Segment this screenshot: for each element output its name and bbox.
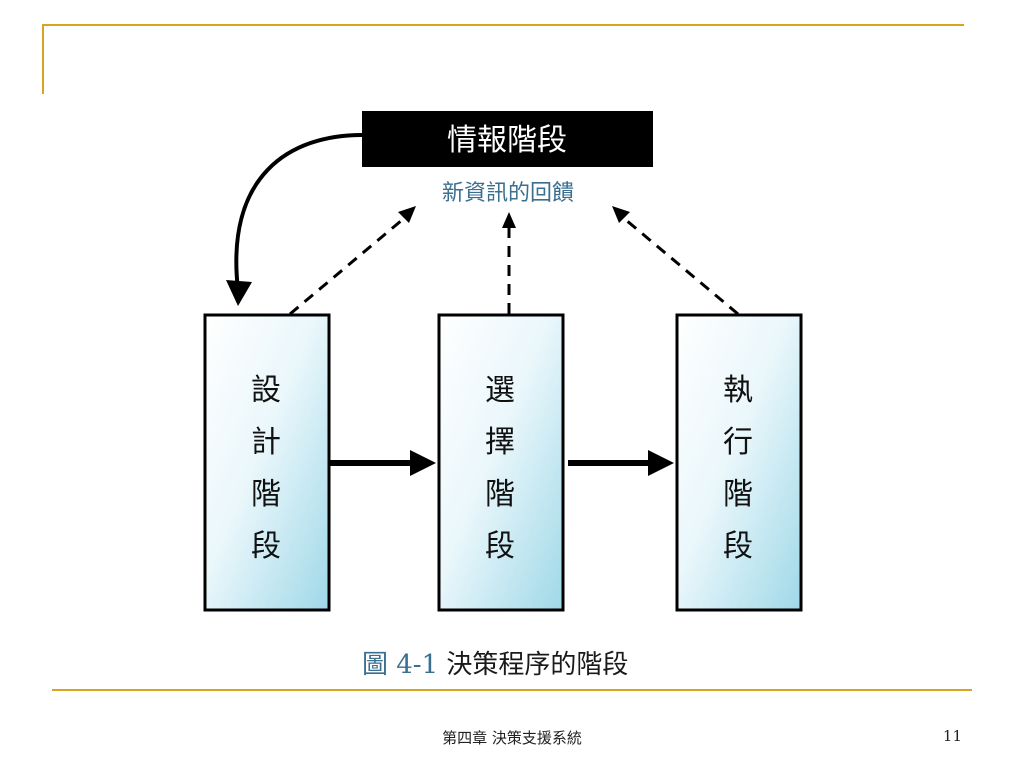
choice-phase-box: 選 擇 階 段 <box>437 313 565 612</box>
implementation-char-2: 行 <box>723 425 753 460</box>
choice-char-2: 擇 <box>485 425 515 460</box>
implementation-phase-box: 執 行 階 段 <box>675 313 803 612</box>
page-number: 11 <box>942 727 962 745</box>
implementation-char-4: 段 <box>723 529 753 564</box>
top-rule <box>42 24 964 26</box>
figure-caption: 圖 4-1 決策程序的階段 <box>362 644 628 681</box>
design-char-3: 階 <box>251 477 281 512</box>
design-char-2: 計 <box>251 425 281 460</box>
feedback-arrow-right <box>619 213 739 316</box>
implementation-char-3: 階 <box>723 477 753 512</box>
intelligence-phase-label: 情報階段 <box>447 123 567 158</box>
footer-chapter: 第四章 決策支援系統 <box>442 729 582 747</box>
design-char-1: 設 <box>251 373 281 408</box>
choice-char-4: 段 <box>485 529 515 564</box>
choice-char-1: 選 <box>485 373 515 408</box>
design-phase-box: 設 計 階 段 <box>203 313 331 612</box>
bottom-rule <box>52 689 972 691</box>
curved-arrow-head <box>226 280 252 306</box>
design-char-4: 段 <box>251 529 281 564</box>
feedback-label: 新資訊的回饋 <box>442 181 574 206</box>
arrow-design-to-choice-head <box>410 450 436 476</box>
feedback-arrow-middle-head <box>502 212 516 228</box>
figure-title: 決策程序的階段 <box>446 650 629 680</box>
choice-char-3: 階 <box>485 477 515 512</box>
feedback-arrow-left-head <box>398 206 416 223</box>
arrow-choice-to-implementation-head <box>648 450 674 476</box>
feedback-arrow-left <box>289 213 409 316</box>
curved-arrow <box>234 133 363 291</box>
left-rule <box>42 24 44 94</box>
intelligence-phase-box: 情報階段 <box>362 111 653 167</box>
feedback-arrow-right-head <box>612 206 630 223</box>
implementation-char-1: 執 <box>723 373 753 408</box>
figure-number: 圖 4-1 <box>362 650 439 680</box>
